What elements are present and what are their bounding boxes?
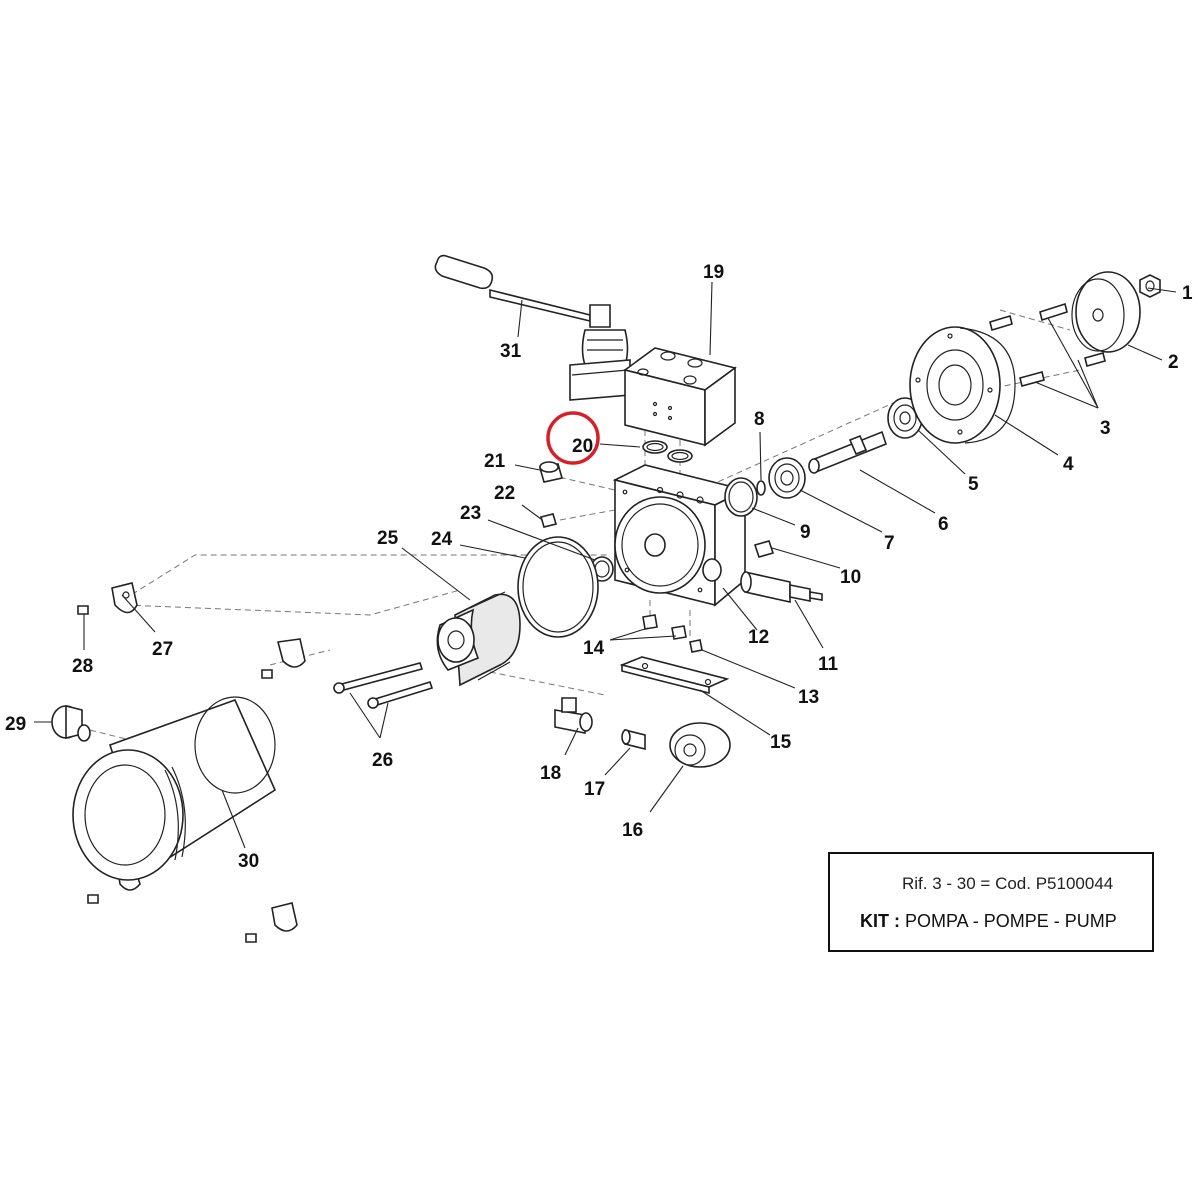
callout-14: 14 (583, 638, 605, 659)
part-3-bolts (989, 302, 1106, 387)
callout-25: 25 (377, 528, 399, 549)
callout-21: 21 (484, 451, 506, 472)
highlight-circle (546, 411, 600, 465)
callout-11: 11 (818, 654, 839, 675)
callout-26: 26 (372, 750, 393, 771)
kit-ref-prefix: Rif. 3 - 30 = Cod. (902, 874, 1031, 893)
kit-label: KIT : (860, 911, 900, 931)
part-25-gear-pump (436, 591, 521, 687)
callout-22: 22 (494, 483, 515, 504)
callout-9: 9 (800, 522, 811, 543)
callout-12: 12 (748, 627, 769, 648)
callout-7: 7 (884, 533, 895, 554)
part-14-nuts (642, 614, 687, 640)
kit-info-box: Rif. 3 - 30 = Cod. P5100044 KIT : POMPA … (828, 852, 1154, 952)
part-6-shaft (808, 430, 887, 474)
part-2-pulley (1071, 271, 1141, 353)
callout-1: 1 (1182, 283, 1193, 304)
part-28-screw (77, 605, 89, 615)
part-9-circlip (724, 477, 758, 517)
callout-18: 18 (540, 763, 561, 784)
callout-30: 30 (238, 851, 259, 872)
part-15-plate (619, 656, 730, 695)
bracket-lower-b (245, 902, 298, 943)
kit-reference-line: Rif. 3 - 30 = Cod. P5100044 (902, 874, 1113, 894)
part-18-elbow (554, 697, 593, 734)
part-31-lever (434, 254, 631, 401)
callout-4: 4 (1063, 454, 1074, 475)
part-1-nut (1139, 274, 1161, 298)
callout-19: 19 (703, 262, 724, 283)
part-13-nut (689, 639, 703, 653)
kit-ref-code: P5100044 (1035, 874, 1114, 893)
part-19-valve-block (623, 347, 737, 447)
part-7-bearing (768, 457, 806, 499)
part-26-tie-rods (333, 662, 434, 709)
part-21-plug (538, 461, 564, 483)
callout-23: 23 (460, 503, 481, 524)
callout-28: 28 (72, 656, 93, 677)
callout-20: 20 (572, 436, 593, 457)
part-30-tank (72, 696, 277, 881)
part-10-plug (753, 540, 775, 558)
part-4-flange (909, 326, 1016, 444)
callout-15: 15 (770, 732, 792, 753)
callout-3: 3 (1100, 418, 1111, 439)
bracket-mid (261, 638, 306, 679)
kit-name-line: KIT : POMPA - POMPE - PUMP (860, 911, 1117, 932)
callout-2: 2 (1168, 352, 1179, 373)
callout-10: 10 (840, 567, 861, 588)
part-17-fitting (621, 728, 646, 751)
callout-labels: 1 2 3 4 5 6 7 8 9 10 11 12 13 14 15 16 1… (5, 262, 1193, 872)
part-29-cap (51, 704, 91, 742)
callout-5: 5 (968, 474, 979, 495)
callout-16: 16 (622, 820, 643, 841)
part-24-large-o-ring (517, 536, 599, 638)
callout-31: 31 (500, 341, 522, 362)
callout-6: 6 (938, 514, 949, 535)
callout-29: 29 (5, 714, 26, 735)
part-11-relief-valve (740, 571, 823, 603)
kit-name: POMPA - POMPE - PUMP (905, 911, 1117, 931)
callout-17: 17 (584, 779, 605, 800)
part-22-screw (539, 513, 558, 528)
part-8-key (756, 480, 766, 496)
callout-13: 13 (798, 687, 819, 708)
callout-24: 24 (431, 529, 453, 550)
leader-lines (34, 281, 1177, 849)
part-12-pump-body (612, 464, 748, 607)
part-20-o-rings (642, 440, 693, 463)
callout-27: 27 (152, 639, 173, 660)
part-16-filter-disc (669, 722, 731, 768)
callout-8: 8 (754, 409, 765, 430)
